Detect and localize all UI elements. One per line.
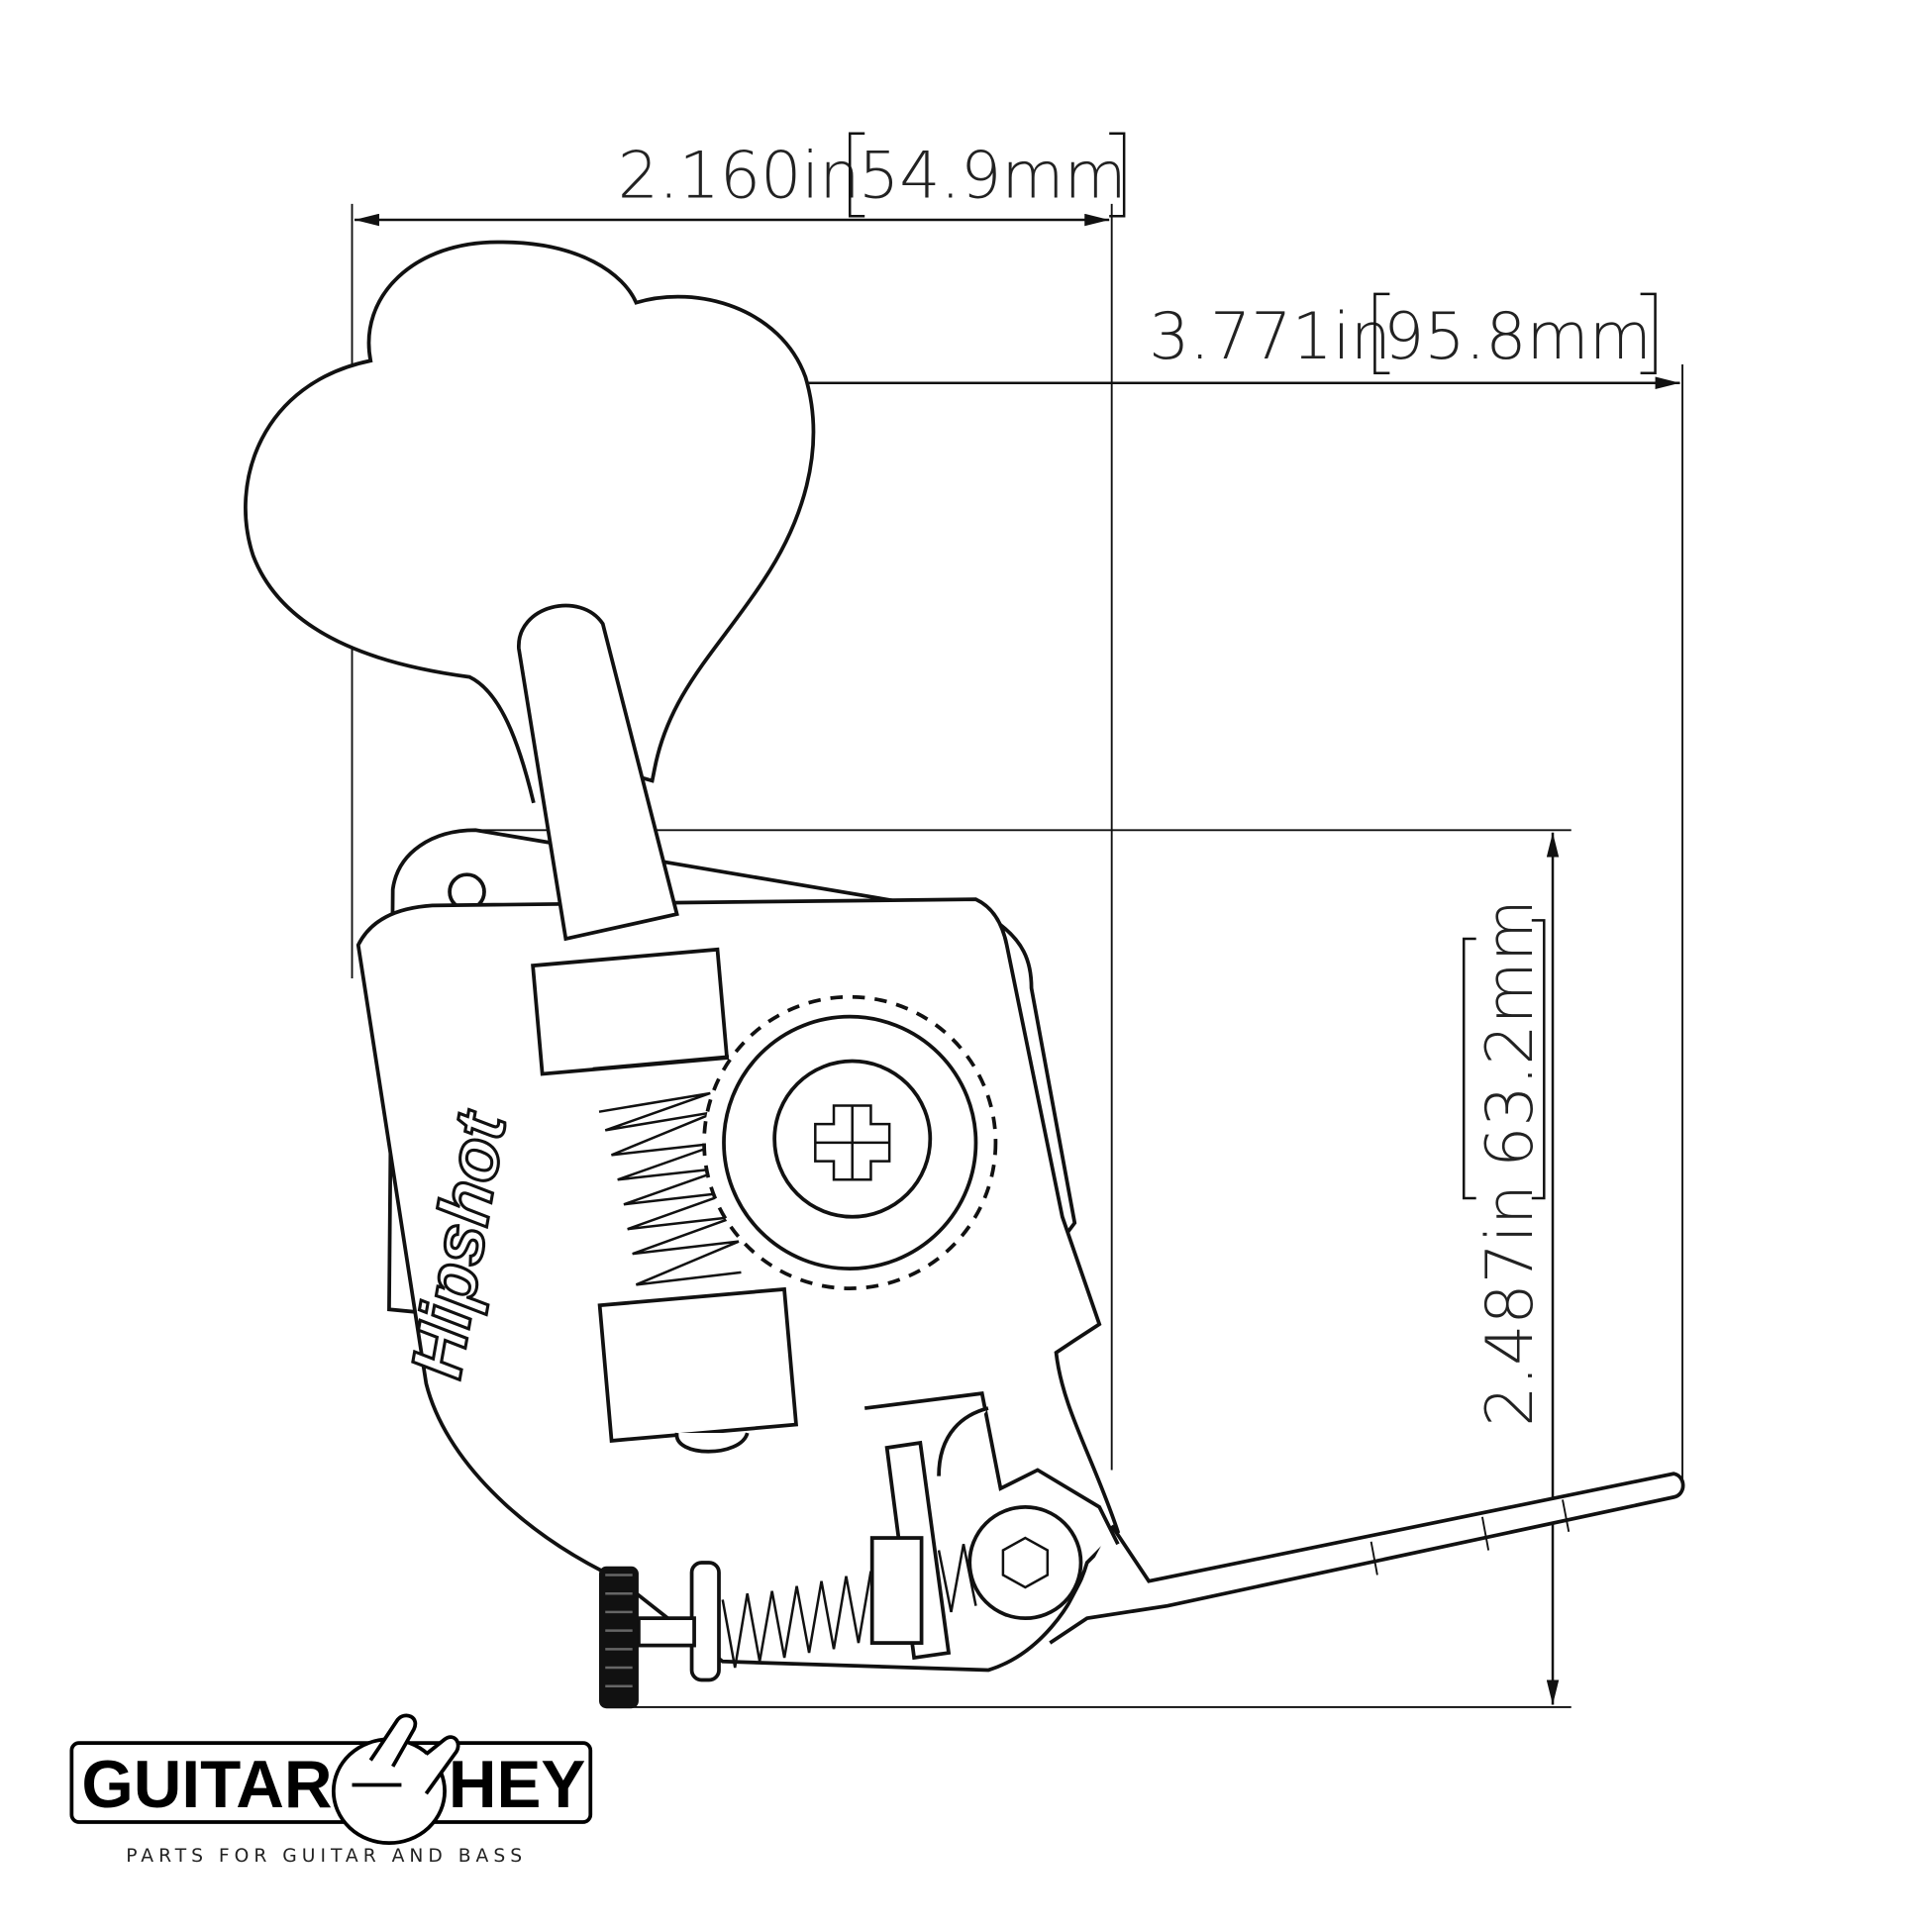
string-post: [517, 603, 679, 942]
spring: [721, 1571, 885, 1669]
dimension-mm-label: 95.8mm: [1383, 300, 1652, 374]
tuner-button: [244, 240, 816, 804]
knurled-knob: [599, 1566, 639, 1709]
dimension-body-height: 2.487in 63.2mm: [1462, 832, 1560, 1705]
hex-socket-icon: [1001, 1536, 1050, 1589]
lower-bushing: [597, 1286, 799, 1443]
lever-bracket: [863, 1391, 1120, 1546]
worm-screw: [592, 1055, 742, 1286]
upper-bushing: [531, 947, 730, 1076]
logo-text-left: GUITAR: [81, 1748, 332, 1822]
dimension-mm-label: 54.9mm: [859, 140, 1127, 214]
lever-arm: [1049, 1472, 1685, 1645]
dimension-mm-label: 63.2mm: [1473, 899, 1548, 1168]
logo-text-right: HEY: [449, 1748, 586, 1822]
logo-tagline: PARTS FOR GUITAR AND BASS: [126, 1846, 527, 1867]
phillips-cross-icon: [814, 1104, 891, 1181]
dimension-inches-label: 2.160in: [618, 140, 861, 214]
dimension-inches-label: 2.487in: [1473, 1184, 1548, 1427]
hex-screw: [967, 1505, 1083, 1621]
rock-hand-icon: [331, 1713, 460, 1846]
tuner-drawing: Hipshot: [244, 240, 1685, 1709]
guitarhey-logo: GUITAR HEY PARTS FOR GUITAR AND BASS: [69, 1713, 593, 1867]
dimension-total-width: 3.771in 95.8mm: [355, 292, 1680, 389]
dimension-inches-label: 3.771in: [1149, 300, 1391, 374]
dimension-head-width: 2.160in 54.9mm: [355, 132, 1127, 227]
